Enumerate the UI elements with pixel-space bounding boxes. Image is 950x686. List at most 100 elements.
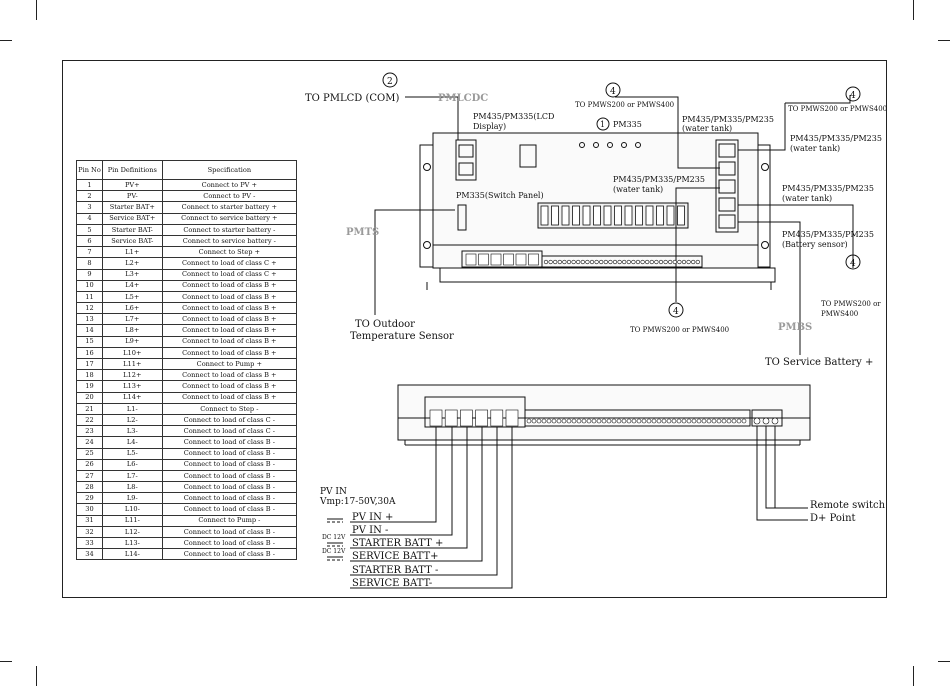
terminal-screw <box>617 259 622 265</box>
fuse <box>561 205 570 226</box>
terminal-screw <box>580 259 585 265</box>
side-terminal-screw <box>556 418 562 424</box>
side-power-terminal-slot <box>460 409 473 427</box>
fuse <box>603 205 612 226</box>
label-dc12v: DC 12V <box>322 534 346 541</box>
screw <box>423 163 431 171</box>
fuse <box>540 205 549 226</box>
terminal-screw <box>686 259 691 265</box>
terminal-screw <box>645 259 650 265</box>
fuse <box>593 205 601 226</box>
side-terminal-screw <box>631 418 637 424</box>
side-terminal-screw <box>611 418 617 424</box>
terminal-screws-side <box>429 409 779 427</box>
power-terminal <box>465 253 477 266</box>
screw <box>761 241 769 249</box>
side-terminal-screw <box>531 418 537 424</box>
terminal-screws-top <box>465 253 700 266</box>
led <box>593 142 599 148</box>
rj-port-stack-right <box>715 139 739 233</box>
led <box>579 142 585 148</box>
fuse <box>677 205 685 226</box>
leader-pmlcd-com <box>405 96 459 140</box>
callout-4-circle <box>845 86 861 102</box>
label-outdoor-1: TO Outdoor <box>355 319 415 330</box>
terminal-screw <box>603 259 608 265</box>
terminal-screw <box>585 259 590 265</box>
label-pmlcdc: PMLCDC <box>438 93 488 104</box>
pin-no-cell: 3 <box>76 201 103 214</box>
terminal-screw <box>594 259 599 265</box>
crop-mark <box>36 666 37 686</box>
label-water-tank-top-1: PM435/PM335/PM235 <box>682 115 774 124</box>
label-pv-in-plus: PV IN + <box>352 512 393 523</box>
callout-2-circle <box>382 72 398 88</box>
callout-1-circle <box>596 117 610 131</box>
side-terminal-screw <box>546 418 552 424</box>
side-terminal-screw <box>661 418 667 424</box>
specification-cell: Connect to starter battery - <box>161 223 298 236</box>
fuse <box>645 205 654 226</box>
power-terminal <box>503 253 514 266</box>
side-terminal-screw <box>656 418 662 424</box>
pin-no-cell: 4 <box>76 212 103 225</box>
rj-port <box>718 179 736 194</box>
callout-4-circle <box>845 254 861 270</box>
crop-mark <box>0 40 12 41</box>
terminal-screw <box>576 259 581 265</box>
terminal-screw <box>631 259 636 265</box>
specification-cell: Connect to PV - <box>161 190 298 203</box>
terminal-screw <box>658 259 664 265</box>
specification-cell: Connect to service battery - <box>161 234 298 248</box>
power-terminal <box>490 253 502 266</box>
leader-pmws-bottom <box>675 187 720 302</box>
side-terminal-screw <box>686 418 692 424</box>
terminal-screw <box>589 259 595 265</box>
wire-pv-in-minus <box>350 427 453 536</box>
fuse <box>656 205 664 226</box>
rj-port-stack-left <box>455 139 477 181</box>
label-water-tank-mid-1: PM435/PM335/PM235 <box>613 175 705 184</box>
rj-port <box>718 214 736 229</box>
leader-pmws-top-left <box>615 96 720 169</box>
terminal-screw <box>626 259 631 265</box>
terminal-screw <box>691 259 696 265</box>
side-terminal-screw <box>586 418 592 424</box>
side-terminal-screw <box>681 418 687 424</box>
side-terminal-screw <box>571 418 577 424</box>
side-terminal-screw <box>646 418 652 424</box>
label-to-pmws: TO PMWS200 or PMWS400 <box>630 326 729 334</box>
side-terminal-screw <box>526 418 532 424</box>
label-water-tank-right1-1: PM435/PM335/PM235 <box>790 134 882 143</box>
controller-side-body <box>397 384 811 441</box>
crop-mark <box>938 661 950 662</box>
callout-4-circle <box>668 302 684 318</box>
callout-number: 2 <box>387 77 393 87</box>
label-outdoor-2: Temperature Sensor <box>350 331 454 342</box>
label-pv-in-minus: PV IN - <box>352 525 388 536</box>
label-starter-plus: STARTER BATT + <box>352 538 443 549</box>
left-mount-ear <box>419 144 434 268</box>
side-load-terminal-strip <box>524 409 751 427</box>
label-switch-panel: PM335(Switch Panel) <box>456 191 544 200</box>
power-terminal <box>478 253 489 266</box>
label-pmbs: PMBS <box>778 322 812 333</box>
pin-no-cell: 2 <box>76 190 103 203</box>
controller-top-body <box>432 132 759 269</box>
led <box>621 142 627 148</box>
wire-starter-minus <box>350 427 498 576</box>
leader-pmws-top-right-2 <box>738 103 786 151</box>
side-terminal-screw <box>721 418 727 424</box>
callout-4-circle <box>605 82 621 98</box>
right-mount-ear <box>757 144 771 268</box>
terminal-screw <box>571 259 576 265</box>
side-terminal-screw <box>596 418 602 424</box>
